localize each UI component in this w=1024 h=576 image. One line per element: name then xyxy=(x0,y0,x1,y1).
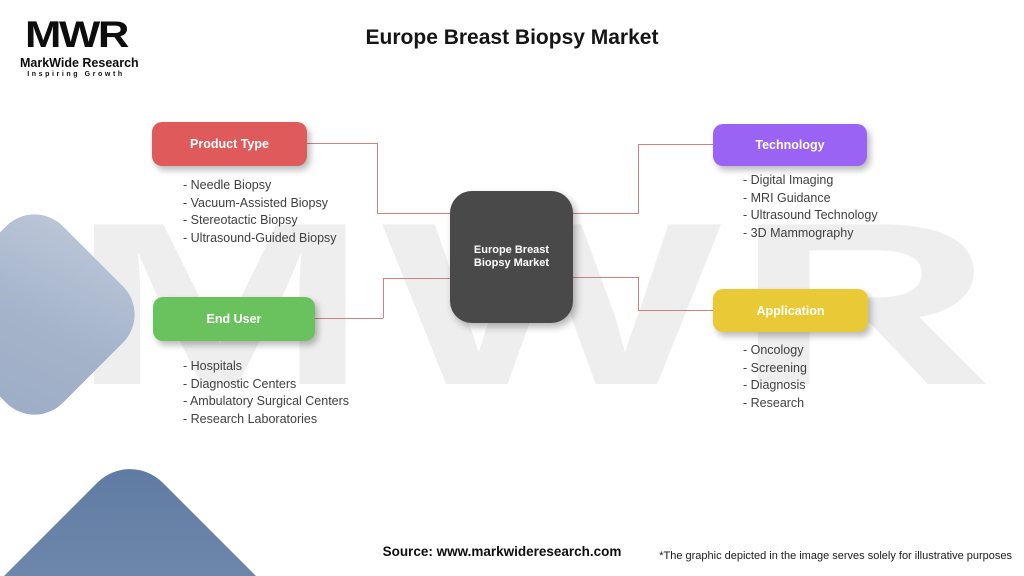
list-item: - Diagnostic Centers xyxy=(183,376,297,391)
logo-tagline: Inspiring Growth xyxy=(27,71,125,78)
markwide-logo: MWR MarkWide Research Inspiring Growth xyxy=(20,16,139,79)
logo-acronym: MWR xyxy=(24,14,129,55)
disclaimer-text: *The graphic depicted in the image serve… xyxy=(659,550,1012,562)
connector-technology-v xyxy=(638,144,639,214)
list-item: - Research xyxy=(743,395,805,410)
list-item: - Ultrasound Technology xyxy=(743,208,878,223)
connector-technology-h2 xyxy=(638,144,713,145)
logo-name: MarkWide Research xyxy=(20,56,139,70)
category-list-application: - Oncology - Screening - Diagnosis - Res… xyxy=(743,342,807,412)
category-label-product-type: Product Type xyxy=(190,137,269,151)
connector-product-type-h2 xyxy=(377,213,450,214)
category-box-product-type: Product Type xyxy=(152,122,307,166)
category-list-product-type: - Needle Biopsy - Vacuum-Assisted Biopsy… xyxy=(183,177,337,247)
list-item: - Screening xyxy=(743,360,807,375)
list-item: - Digital Imaging xyxy=(743,173,834,187)
category-box-application: Application xyxy=(713,289,868,332)
list-item: - MRI Guidance xyxy=(743,190,831,205)
connector-technology-h1 xyxy=(573,213,638,214)
connector-end-user-h2 xyxy=(383,278,450,279)
center-node-label: Europe Breast Biopsy Market xyxy=(473,243,550,270)
connector-end-user-h1 xyxy=(315,318,383,319)
category-list-technology: - Digital Imaging - MRI Guidance - Ultra… xyxy=(743,172,878,242)
source-line: Source: www.markwideresearch.com xyxy=(382,544,622,559)
connector-product-type-v xyxy=(377,143,378,213)
category-box-technology: Technology xyxy=(713,124,867,166)
list-item: - Stereotactic Biopsy xyxy=(183,213,298,228)
category-label-end-user: End User xyxy=(206,312,262,326)
connector-application-h1 xyxy=(573,277,638,278)
list-item: - Needle Biopsy xyxy=(183,178,272,192)
list-item: - 3D Mammography xyxy=(743,225,854,240)
page-title: Europe Breast Biopsy Market xyxy=(365,26,659,49)
list-item: - Hospitals xyxy=(183,359,243,373)
category-box-end-user: End User xyxy=(153,297,315,341)
category-label-technology: Technology xyxy=(755,138,825,152)
center-node: Europe Breast Biopsy Market xyxy=(450,191,573,323)
list-item: - Research Laboratories xyxy=(183,411,318,426)
category-list-end-user: - Hospitals - Diagnostic Centers - Ambul… xyxy=(183,358,349,428)
list-item: - Vacuum-Assisted Biopsy xyxy=(183,195,328,210)
connector-application-v xyxy=(638,277,639,310)
list-item: - Ambulatory Surgical Centers xyxy=(183,394,350,409)
list-item: - Ultrasound-Guided Biopsy xyxy=(183,230,337,245)
category-label-application: Application xyxy=(756,303,825,318)
list-item: - Diagnosis xyxy=(743,378,806,393)
connector-application-h2 xyxy=(638,310,713,311)
list-item: - Oncology xyxy=(743,343,804,357)
connector-product-type-h1 xyxy=(307,143,377,144)
connector-end-user-v xyxy=(383,278,384,318)
